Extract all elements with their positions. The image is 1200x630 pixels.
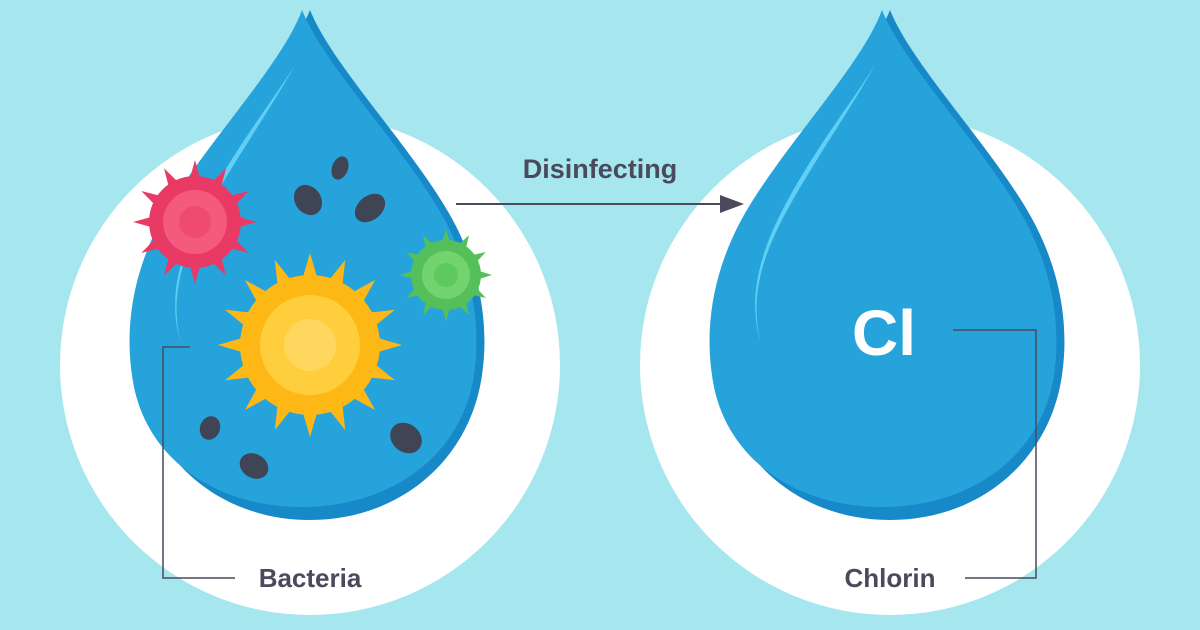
yellow-bacterium-icon [218, 253, 402, 437]
process-label: Disinfecting [523, 154, 678, 184]
green-bacterium-icon [400, 229, 492, 321]
red-bacterium-icon [133, 160, 257, 284]
bacteria-leader-line [162, 346, 235, 579]
chlorin-leader-line [953, 329, 1037, 579]
chlorin-label: Chlorin [845, 563, 936, 593]
particles [199, 156, 422, 479]
arrow-right-icon [456, 195, 744, 213]
bacteria-label: Bacteria [259, 563, 362, 593]
chlorinated-water-drop-icon [709, 10, 1065, 520]
chlorine-symbol: Cl [852, 297, 916, 369]
